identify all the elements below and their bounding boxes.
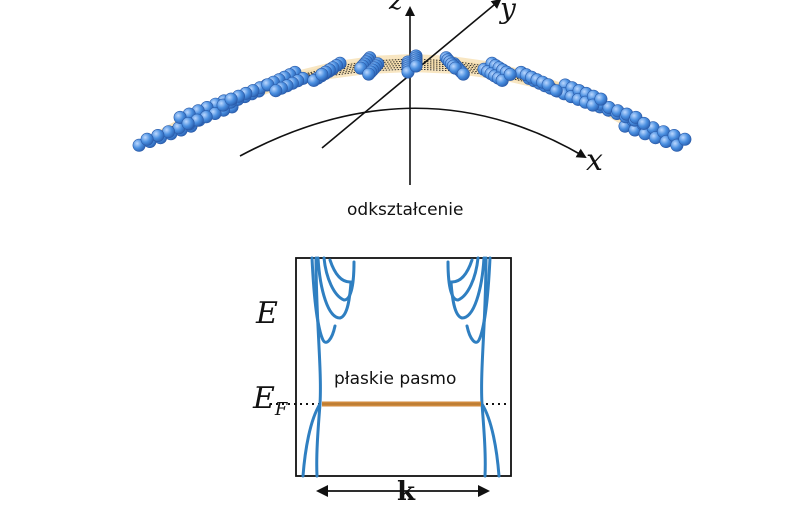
x-axis-label: x — [586, 143, 603, 178]
atom — [678, 132, 692, 146]
flat-band-label: płaskie pasmo — [334, 369, 457, 389]
lattice-atoms — [132, 49, 692, 152]
y-axis-label: y — [500, 0, 516, 25]
strained-lattice — [132, 0, 692, 185]
coordinate-axes — [239, 0, 587, 185]
atom — [362, 67, 376, 81]
k-arrow-left-head — [316, 485, 328, 497]
atom — [181, 116, 195, 130]
atom — [269, 84, 283, 98]
fermi-label-subscript: F — [274, 399, 288, 420]
right-bands — [446, 256, 501, 478]
energy-axis-label: E — [256, 296, 278, 331]
band-structure-plot — [270, 256, 512, 497]
atom — [456, 67, 470, 81]
x-axis-line — [239, 107, 587, 159]
atom — [594, 92, 608, 106]
band-curve — [316, 256, 353, 320]
left-bands — [301, 256, 356, 478]
atom — [409, 59, 423, 73]
band-curve — [314, 256, 322, 478]
atom — [503, 67, 517, 81]
atom — [637, 116, 651, 130]
momentum-axis-label: k — [397, 477, 416, 507]
band-curve — [449, 256, 486, 320]
atom — [140, 132, 154, 146]
z-axis-label: z — [389, 0, 403, 16]
band-curve — [328, 258, 352, 284]
band-curve — [480, 256, 488, 478]
band-curve — [465, 256, 492, 344]
k-arrow-right-head — [478, 485, 490, 497]
band-curve — [450, 258, 474, 284]
fermi-level-label: EF — [253, 381, 287, 420]
atom — [315, 67, 329, 81]
fermi-label-main: E — [253, 381, 275, 416]
band-curve — [480, 402, 501, 478]
band-curve — [322, 256, 356, 302]
atom — [224, 92, 238, 106]
band-curve — [446, 256, 480, 302]
band-curve — [310, 256, 337, 344]
strain-caption: odkształcenie — [347, 200, 464, 220]
atom — [549, 84, 563, 98]
band-curve — [301, 402, 322, 478]
plot-frame — [295, 257, 512, 477]
